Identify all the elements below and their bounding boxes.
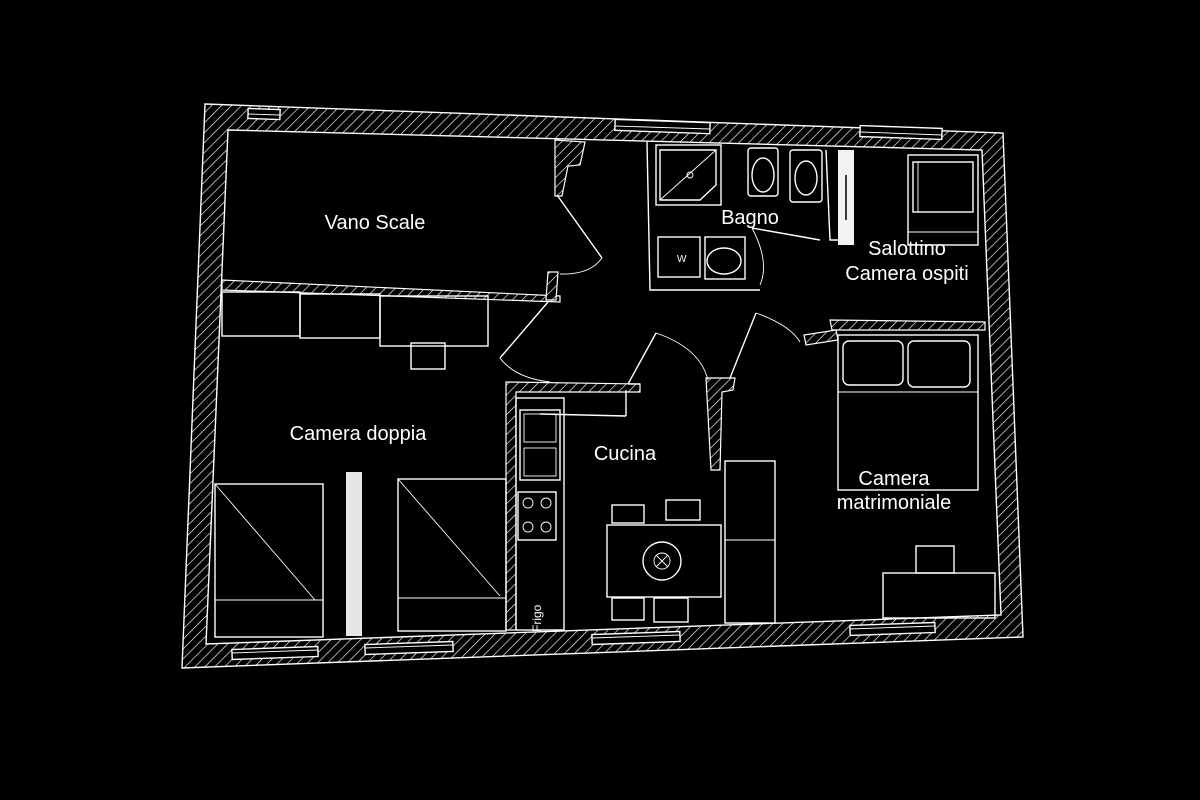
kitchen-fixtures: Frigo — [515, 397, 722, 632]
outer-walls — [181, 103, 1024, 669]
washer-mark: W — [677, 254, 687, 265]
room-label-vano-scale: Vano Scale — [325, 212, 426, 234]
room-label-camera-doppia: Camera doppia — [290, 423, 428, 445]
room-label-camera-line2: matrimoniale — [837, 492, 951, 514]
room-label-salottino: Salottino — [868, 238, 946, 260]
doors — [499, 194, 801, 417]
room-label-camera-ospiti: Camera ospiti — [845, 263, 968, 285]
bathroom-fixtures: W — [646, 141, 854, 291]
room-label-bagno: Bagno — [721, 207, 779, 229]
room-label-camera-line1: Camera — [858, 468, 930, 490]
frigo-label: Frigo — [530, 604, 544, 632]
room-label-cucina: Cucina — [594, 443, 657, 465]
camera-matrimoniale-furniture — [724, 334, 996, 624]
windows — [231, 107, 943, 661]
partition-panel — [346, 472, 362, 636]
camera-doppia-furniture — [214, 291, 507, 638]
salottino-furniture — [907, 154, 979, 246]
